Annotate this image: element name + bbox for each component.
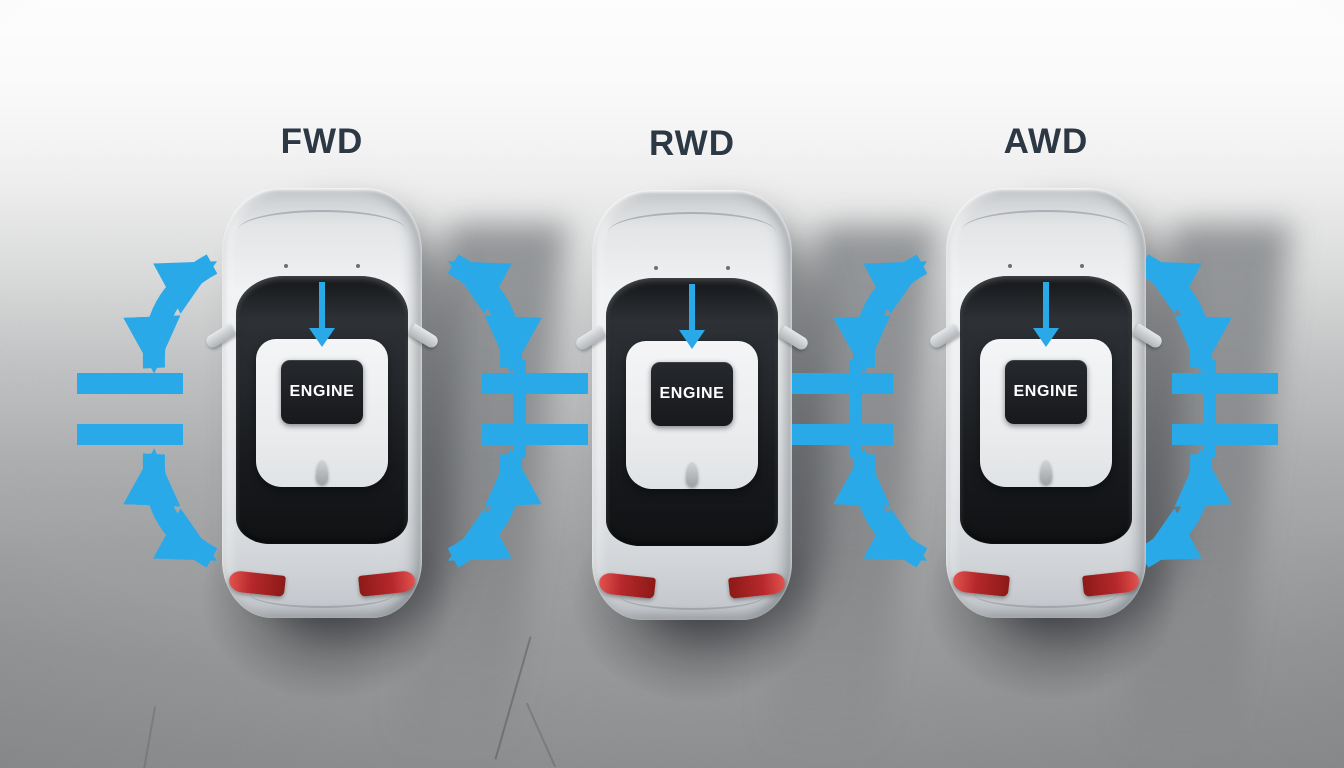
engine-input-arrow-shaft-icon (689, 284, 695, 332)
asphalt-crack (141, 706, 157, 768)
drivetrain-label-fwd: FWD (280, 122, 364, 161)
axle-bar-icon (1172, 424, 1278, 445)
car-fwd: FWD ENGINE (202, 122, 567, 768)
hood-seam-line (962, 210, 1130, 250)
drivetrain-label-rwd: RWD (649, 124, 735, 163)
axle-bar-icon (77, 373, 183, 394)
hood-seam-line (238, 210, 406, 250)
engine-input-arrow-shaft-icon (1043, 282, 1049, 330)
curved-power-arrow-icon (833, 448, 928, 568)
axle-bar-icon (77, 424, 183, 445)
curved-power-arrow-icon (1137, 448, 1232, 568)
engine-input-arrow-head-icon (1033, 328, 1059, 347)
power-flow-column-right-of-awd (1110, 248, 1280, 578)
washer-nozzle-dot (726, 266, 730, 270)
washer-nozzle-dot (284, 264, 288, 268)
curved-power-arrow-icon (123, 448, 218, 568)
engine-input-arrow-shaft-icon (319, 282, 325, 330)
engine-input-arrow-head-icon (309, 328, 335, 347)
engine-label: ENGINE (1013, 383, 1079, 400)
engine-box: ENGINE (1005, 360, 1087, 424)
curved-power-arrow-icon (447, 254, 542, 374)
car-rwd: RWD ENGINE (572, 124, 937, 768)
axle-bar-icon (482, 424, 588, 445)
power-flow-column-left-of-awd (785, 248, 955, 578)
engine-label: ENGINE (659, 385, 725, 402)
curved-power-arrow-icon (1137, 254, 1232, 374)
hood-seam-line (608, 212, 776, 252)
axle-bar-icon (787, 373, 893, 394)
axle-bar-icon (787, 424, 893, 445)
curved-power-arrow-icon (447, 448, 542, 568)
curved-power-arrow-icon (123, 254, 218, 374)
drivetrain-label-awd: AWD (1003, 122, 1089, 161)
engine-label: ENGINE (289, 383, 355, 400)
asphalt-crack (525, 702, 557, 768)
washer-nozzle-dot (654, 266, 658, 270)
engine-box: ENGINE (281, 360, 363, 424)
engine-box: ENGINE (651, 362, 733, 426)
washer-nozzle-dot (1008, 264, 1012, 268)
car-awd: AWD ENGINE (926, 122, 1291, 768)
power-flow-column-right-of-fwd (420, 248, 590, 578)
engine-input-arrow-head-icon (679, 330, 705, 349)
washer-nozzle-dot (356, 264, 360, 268)
power-flow-column-left-of-fwd (75, 248, 245, 578)
washer-nozzle-dot (1080, 264, 1084, 268)
curved-power-arrow-icon (833, 254, 928, 374)
